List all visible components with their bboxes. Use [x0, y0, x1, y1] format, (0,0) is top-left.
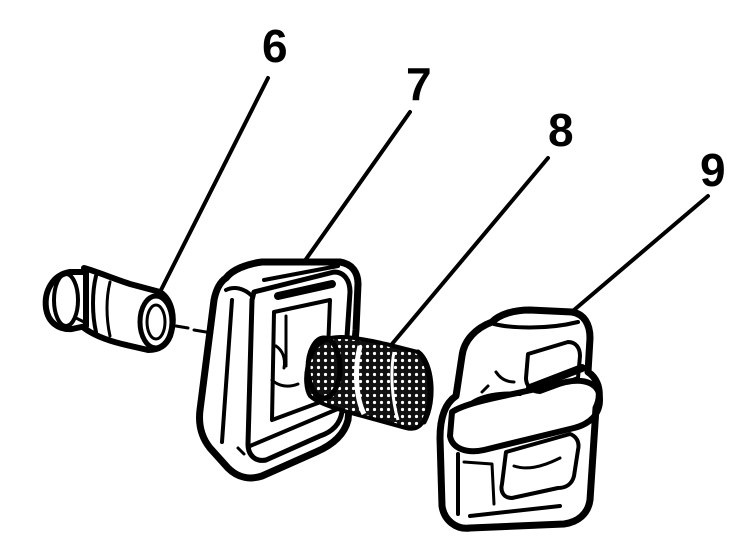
- leader-lines: [158, 76, 710, 346]
- leader-line-9: [572, 194, 710, 312]
- callout-7: 7: [406, 58, 432, 110]
- callout-9: 9: [700, 144, 726, 196]
- leader-line-6: [158, 76, 270, 294]
- part-8-screen: [304, 335, 434, 431]
- part-9-cover: [436, 306, 603, 532]
- callout-8: 8: [548, 104, 574, 156]
- callout-6: 6: [262, 20, 288, 72]
- part-7-housing: [196, 258, 362, 482]
- leader-line-8: [390, 156, 550, 346]
- leader-line-7: [302, 110, 412, 264]
- callout-numbers: 6 7 8 9: [262, 20, 726, 196]
- part-6-bushing: [42, 265, 208, 353]
